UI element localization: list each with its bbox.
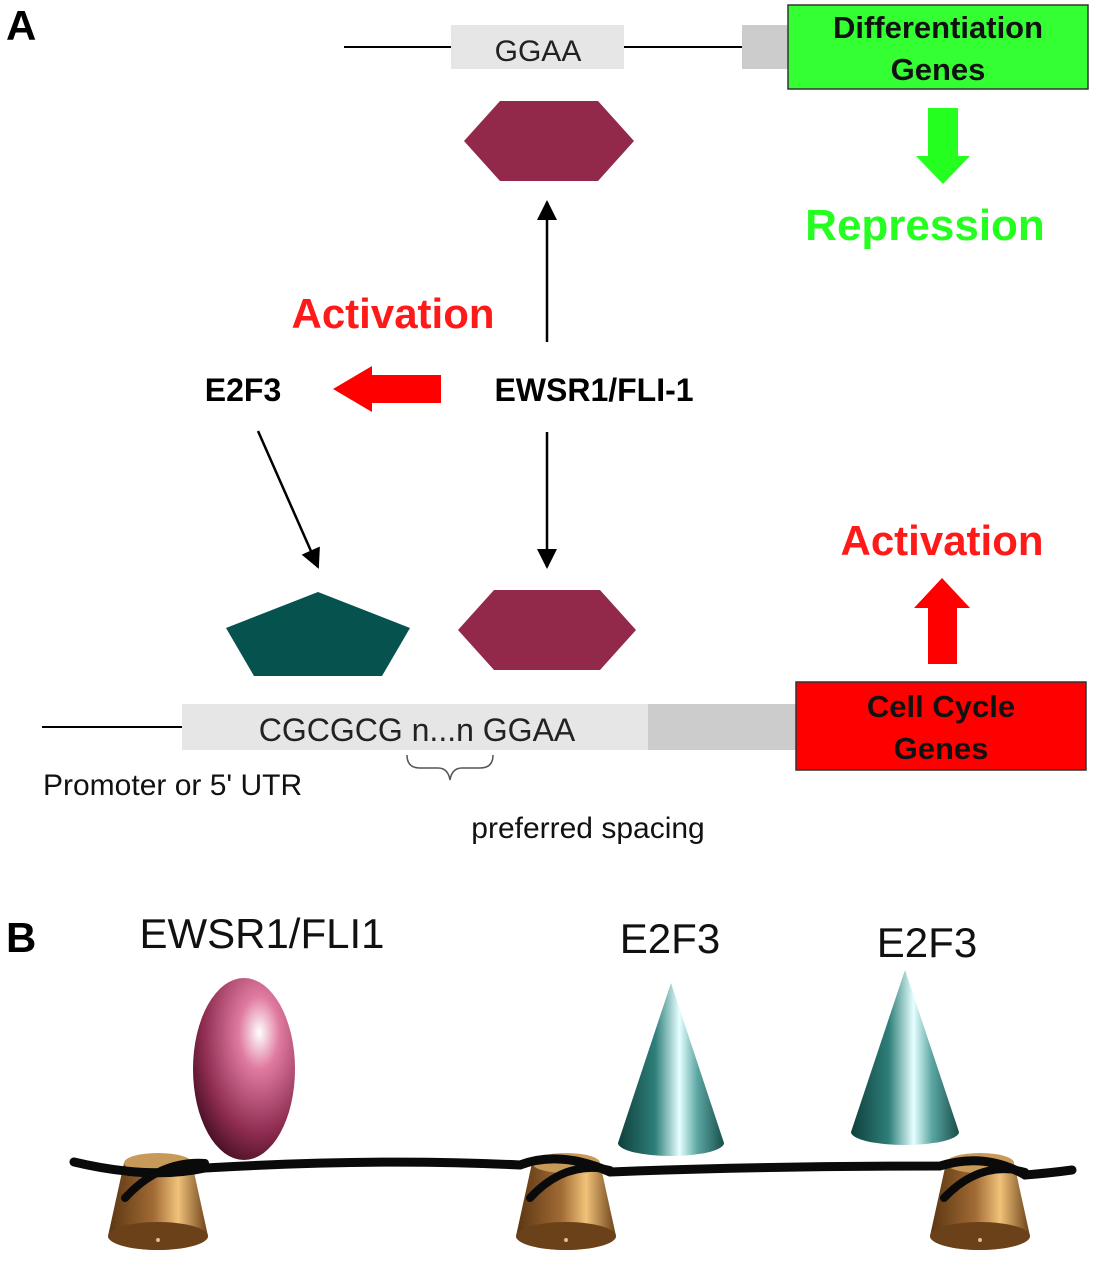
repression-arrow [916, 108, 970, 184]
top-motif-label: GGAA [495, 35, 582, 68]
differentiation-genes-label-1: Differentiation [833, 10, 1043, 45]
ewsr1-fli1-ellipsoid [193, 978, 295, 1160]
top-spacer-box [742, 25, 792, 69]
bottom-gene-construct: CGCGCG n...n GGAA Cell Cycle Genes [42, 681, 1087, 771]
panel-a-label: A [6, 2, 36, 49]
bottom-spacer-box [648, 704, 798, 750]
ewsr1-fli1-label-b: EWSR1/FLI1 [139, 910, 384, 957]
cell-cycle-genes-label-1: Cell Cycle [867, 689, 1015, 724]
repression-label: Repression [805, 201, 1045, 250]
bottom-motif-box [182, 704, 652, 750]
e2f3-label-b-2: E2F3 [877, 919, 977, 966]
e2f3-label: E2F3 [205, 372, 281, 408]
ewsr1-fli1-hexagon-bottom [458, 590, 636, 670]
panel-b-label: B [6, 914, 36, 961]
ewsr1-fli1-hexagon-top [464, 101, 634, 181]
e2f3-cone-2 [851, 970, 959, 1145]
bottom-motif-label: CGCGCG n...n GGAA [259, 712, 576, 748]
top-gene-construct: GGAA Differentiation Genes [344, 4, 1089, 90]
e2f3-label-b-1: E2F3 [620, 915, 720, 962]
ewsr1-fli1-label: EWSR1/FLI-1 [494, 372, 693, 408]
arrow-e2f3-to-pentagon [256, 430, 320, 569]
activation-arrow-left [333, 366, 441, 412]
differentiation-genes-label-2: Genes [891, 52, 986, 87]
activation-arrow-up [914, 578, 970, 664]
cell-cycle-genes-label-2: Genes [894, 731, 989, 766]
promoter-region-label: Promoter or 5' UTR [43, 769, 302, 802]
preferred-spacing-label: preferred spacing [471, 812, 704, 845]
dna-wrap-3 [940, 1165, 1029, 1202]
dna-wrap-1 [121, 1158, 209, 1202]
cell-cycle-genes-box [795, 681, 1087, 771]
e2f3-cone-1 [618, 983, 724, 1156]
e2f3-pentagon [226, 592, 410, 676]
dna-wrap-2 [526, 1163, 614, 1202]
activation-label-right: Activation [840, 517, 1043, 564]
top-motif-box [451, 25, 624, 69]
activation-label-center: Activation [291, 290, 494, 337]
differentiation-genes-box [787, 4, 1089, 90]
spacing-brace [406, 754, 494, 781]
